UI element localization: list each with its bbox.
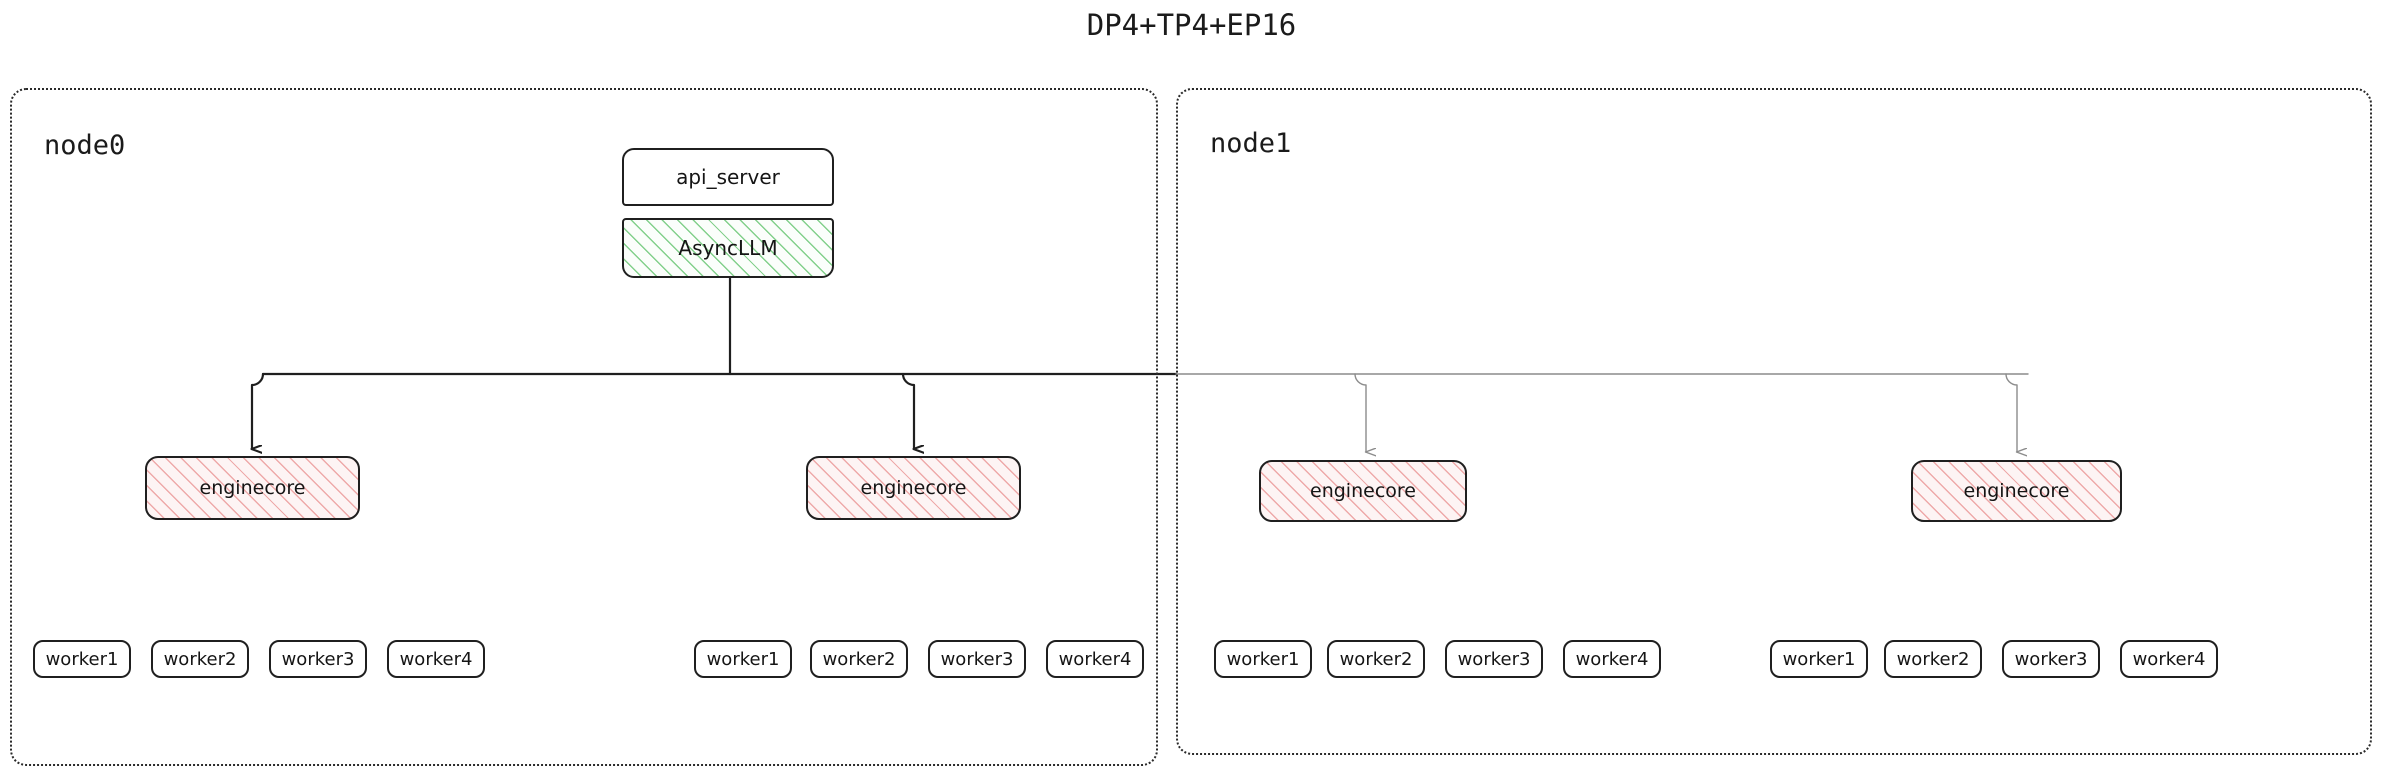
node-container-node1 bbox=[1176, 88, 2372, 755]
node0-group2-worker-3-label: worker3 bbox=[940, 648, 1014, 670]
node0-enginecore-1-label: enginecore bbox=[199, 477, 306, 499]
node1-group2-worker-2-label: worker2 bbox=[1896, 648, 1970, 670]
node0-AsyncLLM-box-label: AsyncLLM bbox=[678, 236, 778, 260]
node0-group2-worker-4-label: worker4 bbox=[1058, 648, 1132, 670]
node0-group1-worker-3[interactable]: worker3 bbox=[269, 640, 367, 678]
node1-enginecore-1[interactable]: enginecore bbox=[1259, 460, 1467, 522]
node1-group2-worker-1-label: worker1 bbox=[1782, 648, 1856, 670]
node1-group1-worker-4[interactable]: worker4 bbox=[1563, 640, 1661, 678]
node0-group1-worker-2[interactable]: worker2 bbox=[151, 640, 249, 678]
page-title: DP4+TP4+EP16 bbox=[1086, 8, 1297, 42]
node0-group1-worker-1-label: worker1 bbox=[45, 648, 119, 670]
node1-group1-worker-2-label: worker2 bbox=[1339, 648, 1413, 670]
node0-group2-worker-1[interactable]: worker1 bbox=[694, 640, 792, 678]
node0-AsyncLLM-box[interactable]: AsyncLLM bbox=[622, 218, 834, 278]
node1-group1-worker-1-label: worker1 bbox=[1226, 648, 1300, 670]
node0-enginecore-2[interactable]: enginecore bbox=[806, 456, 1021, 520]
node0-group2-worker-3[interactable]: worker3 bbox=[928, 640, 1026, 678]
node0-enginecore-1[interactable]: enginecore bbox=[145, 456, 360, 520]
node-label-node0: node0 bbox=[44, 130, 126, 161]
node1-group2-worker-1[interactable]: worker1 bbox=[1770, 640, 1868, 678]
node0-group2-worker-1-label: worker1 bbox=[706, 648, 780, 670]
node1-group2-worker-4[interactable]: worker4 bbox=[2120, 640, 2218, 678]
node1-group2-worker-3-label: worker3 bbox=[2014, 648, 2088, 670]
node0-api_server-box-label: api_server bbox=[676, 165, 780, 189]
node1-group1-worker-1[interactable]: worker1 bbox=[1214, 640, 1312, 678]
node0-group1-worker-2-label: worker2 bbox=[163, 648, 237, 670]
node1-group1-worker-4-label: worker4 bbox=[1575, 648, 1649, 670]
node0-group1-worker-1[interactable]: worker1 bbox=[33, 640, 131, 678]
node1-enginecore-1-label: enginecore bbox=[1310, 480, 1416, 502]
node1-group1-worker-2[interactable]: worker2 bbox=[1327, 640, 1425, 678]
node1-group2-worker-2[interactable]: worker2 bbox=[1884, 640, 1982, 678]
node0-group1-worker-4[interactable]: worker4 bbox=[387, 640, 485, 678]
node0-group1-worker-3-label: worker3 bbox=[281, 648, 355, 670]
node-container-node0 bbox=[10, 88, 1158, 766]
node1-group1-worker-3-label: worker3 bbox=[1457, 648, 1531, 670]
node0-enginecore-2-label: enginecore bbox=[860, 477, 967, 499]
node-label-node1: node1 bbox=[1210, 128, 1292, 159]
node0-api_server-box[interactable]: api_server bbox=[622, 148, 834, 206]
node1-group1-worker-3[interactable]: worker3 bbox=[1445, 640, 1543, 678]
node1-group2-worker-3[interactable]: worker3 bbox=[2002, 640, 2100, 678]
node0-group2-worker-2-label: worker2 bbox=[822, 648, 896, 670]
node0-group1-worker-4-label: worker4 bbox=[399, 648, 473, 670]
node1-enginecore-2-label: enginecore bbox=[1963, 480, 2070, 502]
node0-group2-worker-2[interactable]: worker2 bbox=[810, 640, 908, 678]
node0-group2-worker-4[interactable]: worker4 bbox=[1046, 640, 1144, 678]
node1-group2-worker-4-label: worker4 bbox=[2132, 648, 2206, 670]
node1-enginecore-2[interactable]: enginecore bbox=[1911, 460, 2122, 522]
